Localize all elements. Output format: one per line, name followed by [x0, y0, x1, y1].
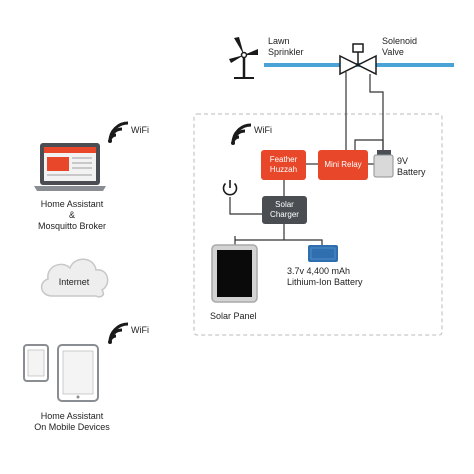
- solar-charger-label-1: Solar: [275, 200, 294, 209]
- internet-label: Internet: [58, 277, 90, 287]
- ha-broker-line-2: &: [68, 210, 75, 220]
- mini-relay-label: Mini Relay: [324, 160, 362, 169]
- lawn-sprinkler-label: Lawn Sprinkler: [268, 36, 304, 58]
- lawn-sprinkler-icon: [229, 37, 258, 79]
- lithium-battery-line-1: 3.7v 4,400 mAh: [287, 266, 351, 276]
- feather-huzzah-label-2: Huzzah: [269, 165, 298, 174]
- wifi-label: WiFi: [131, 325, 149, 335]
- solar-panel-label: Solar Panel: [210, 311, 257, 321]
- lithium-battery-icon: [308, 245, 338, 262]
- battery-9v-label: 9V Battery: [397, 156, 426, 178]
- laptop-icon: [34, 143, 106, 191]
- mini-relay-module: Mini Relay: [318, 150, 368, 180]
- valve-wires: [345, 72, 384, 150]
- feather-huzzah-module: Feather Huzzah: [261, 150, 306, 180]
- solar-charger-label-2: Charger: [270, 210, 299, 219]
- power-button-icon: [221, 179, 239, 197]
- lithium-battery-label: 3.7v 4,400 mAh Lithium-Ion Battery: [287, 266, 363, 288]
- wifi-label: WiFi: [131, 125, 149, 135]
- battery-9v-line-2: Battery: [397, 167, 426, 177]
- internet-cloud-icon: [40, 258, 109, 298]
- home-assistant-broker-label: Home Assistant & Mosquitto Broker: [10, 199, 134, 232]
- module-wires: [229, 163, 376, 252]
- ha-broker-line-1: Home Assistant: [40, 199, 104, 209]
- feather-huzzah-label-1: Feather: [269, 155, 298, 164]
- home-assistant-mobile-label: Home Assistant On Mobile Devices: [10, 411, 134, 433]
- solenoid-valve-line-2: Valve: [382, 47, 404, 57]
- ha-mobile-line-2: On Mobile Devices: [34, 422, 110, 432]
- smartphone-icon: [23, 344, 49, 382]
- solar-panel-icon: [211, 244, 258, 303]
- lithium-battery-line-2: Lithium-Ion Battery: [287, 277, 363, 287]
- wifi-icon: [231, 123, 252, 145]
- ha-broker-line-3: Mosquitto Broker: [37, 221, 107, 231]
- tablet-icon: [57, 344, 99, 402]
- solenoid-valve-icon: [339, 43, 377, 76]
- wifi-icon: [108, 322, 129, 344]
- solar-charger-module: Solar Charger: [262, 196, 307, 224]
- lawn-sprinkler-line-1: Lawn: [268, 36, 290, 46]
- battery-9v-line-1: 9V: [397, 156, 409, 166]
- ha-mobile-line-1: Home Assistant: [40, 411, 104, 421]
- battery-9v-icon: [373, 150, 394, 178]
- solenoid-valve-label: Solenoid Valve: [382, 36, 417, 58]
- lawn-sprinkler-line-2: Sprinkler: [268, 47, 304, 57]
- wifi-label: WiFi: [254, 125, 272, 135]
- wifi-icon: [108, 121, 129, 143]
- solenoid-valve-line-1: Solenoid: [382, 36, 418, 46]
- enclosure-border: [193, 113, 443, 336]
